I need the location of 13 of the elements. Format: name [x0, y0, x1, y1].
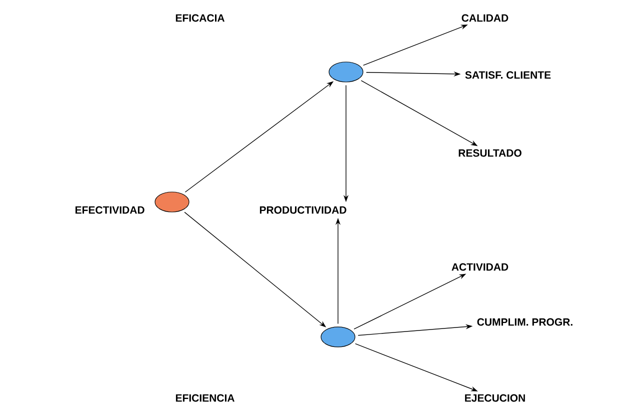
node-text: RESULTADO	[458, 149, 522, 157]
node-text: CALIDAD	[462, 14, 508, 22]
label: EFICACIA	[176, 14, 224, 22]
node-text: SATISF. CLIENTE	[465, 71, 551, 79]
node-text: ACTIVIDAD	[452, 263, 508, 271]
ellipse	[320, 326, 356, 348]
node-text: CUMPLIM. PROGR.	[477, 318, 572, 326]
ellipse	[328, 62, 364, 82]
ellipse	[154, 192, 190, 212]
node-text: PRODUCTIVIDAD	[260, 206, 346, 214]
node-text: EJECUCION	[465, 394, 525, 402]
node-label: EFECTIVIDAD	[76, 206, 144, 214]
label: EFICIENCIA	[176, 394, 234, 402]
